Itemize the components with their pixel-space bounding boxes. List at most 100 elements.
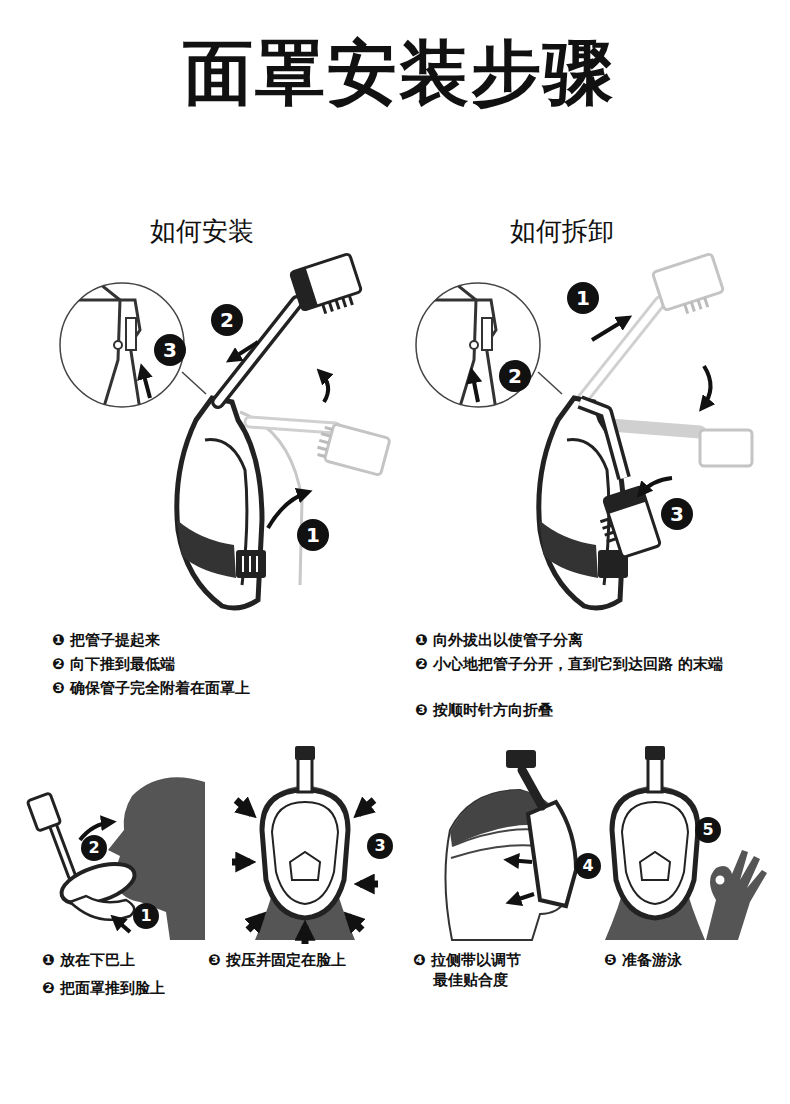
ok-hand [706, 850, 767, 940]
press-arrows [232, 800, 378, 944]
arrow [360, 881, 378, 888]
callout-number: 1 [133, 903, 159, 929]
hand [70, 896, 134, 920]
arrow [358, 800, 374, 814]
chamber-band [290, 268, 318, 311]
step-text: ❷ 把面罩推到脸上 [42, 978, 165, 998]
step-text: ❷ 向下推到最低端 [52, 654, 175, 674]
callout-number: 4 [575, 853, 601, 879]
install-figure [60, 253, 390, 608]
step-text: ❶ 向外拔出以使管子分离 [415, 630, 583, 650]
mask-strap [539, 520, 598, 578]
zoom-line [426, 300, 496, 410]
ghost-tube [610, 425, 700, 432]
zoom-leader [538, 372, 562, 394]
remove-figure [416, 253, 752, 608]
callout-number: 2 [211, 304, 243, 336]
step-text: ❸ 按顺时针方向折叠 [415, 700, 553, 720]
step-text: ❶ 把管子提起来 [52, 630, 160, 650]
mask [262, 790, 348, 918]
ok-ring [714, 874, 726, 886]
strap [451, 829, 540, 858]
section-heading: 如何拆卸 [510, 214, 614, 249]
folded-top [594, 486, 661, 560]
arrow [230, 342, 258, 360]
lens [622, 802, 688, 904]
step-text: ❹ 拉侧带以调节 最佳贴合度 [413, 950, 573, 991]
ghost-top [652, 253, 726, 320]
step-text: ❺ 准备游泳 [604, 950, 682, 970]
arrow [472, 372, 478, 402]
ghost-tube-inner [582, 302, 660, 400]
nose-piece [640, 852, 670, 880]
arrow [348, 916, 362, 930]
ghost-ridges [316, 427, 333, 457]
arrow [508, 860, 532, 862]
mask-strap [177, 520, 236, 578]
tube [648, 758, 662, 792]
mask [612, 790, 698, 918]
step-text: ❷ 小心地把管子分开，直到它到达回路 的末端 [415, 654, 735, 674]
arrow [320, 372, 328, 402]
ghost-chamber [324, 424, 390, 476]
snorkel-top [645, 746, 665, 760]
callout-number: 1 [297, 519, 329, 551]
zoom-line [70, 300, 140, 410]
callout-number: 5 [695, 817, 721, 843]
chamber [27, 793, 60, 831]
buckle [236, 550, 266, 578]
zoom-screw [470, 341, 478, 349]
lens [272, 802, 338, 904]
strap-figure [445, 750, 576, 940]
ghost-chamber [652, 253, 723, 310]
zoom-clip [126, 318, 136, 350]
zoom-leader [182, 372, 206, 394]
title: 面罩安装步骤 [4, 26, 790, 121]
chin-figure [27, 777, 205, 940]
arrow [510, 894, 534, 902]
ghost-tube [582, 302, 660, 400]
zoom-line [95, 280, 120, 420]
arrow [114, 918, 130, 932]
mask [528, 802, 576, 906]
zoom-circle [416, 283, 540, 407]
arrow [702, 366, 711, 408]
snorkel-top [290, 253, 364, 320]
ghost-top [315, 421, 391, 475]
zoom-clip [482, 318, 492, 350]
step-text: ❸ 确保管子完全附着在面罩上 [52, 678, 250, 698]
callout-number: 1 [567, 282, 599, 314]
step-text: ❸ 按压并固定在脸上 [208, 950, 346, 970]
snorkel-top [295, 746, 315, 760]
ready-figure [605, 746, 767, 940]
chamber [603, 486, 660, 557]
callout-number: 2 [499, 360, 531, 392]
nose-piece [290, 852, 320, 880]
zoom-detail [70, 280, 140, 420]
snorkel-top [27, 793, 60, 831]
zoom-line [451, 280, 476, 420]
ridges [323, 295, 353, 313]
ghost-tube-inner [250, 422, 335, 428]
arrow [232, 859, 250, 866]
tube [522, 770, 542, 806]
step-text: ❶ 放在下巴上 [42, 950, 135, 970]
ghost-tube [250, 422, 335, 428]
ghost-ridges [685, 298, 708, 314]
callout-number: 3 [661, 498, 693, 530]
snorkel-top [506, 750, 536, 768]
callout-number: 3 [154, 334, 186, 366]
arrow [142, 368, 150, 398]
section-heading: 如何安装 [150, 214, 254, 249]
ridges [600, 519, 616, 542]
ghost-chamber [700, 430, 752, 466]
tube [298, 758, 312, 792]
arrow [302, 926, 309, 944]
buckle-ridges [243, 556, 257, 572]
arrow [248, 916, 262, 930]
folded-tube [580, 402, 624, 478]
arrow [640, 478, 672, 494]
zoom-screw [114, 341, 122, 349]
